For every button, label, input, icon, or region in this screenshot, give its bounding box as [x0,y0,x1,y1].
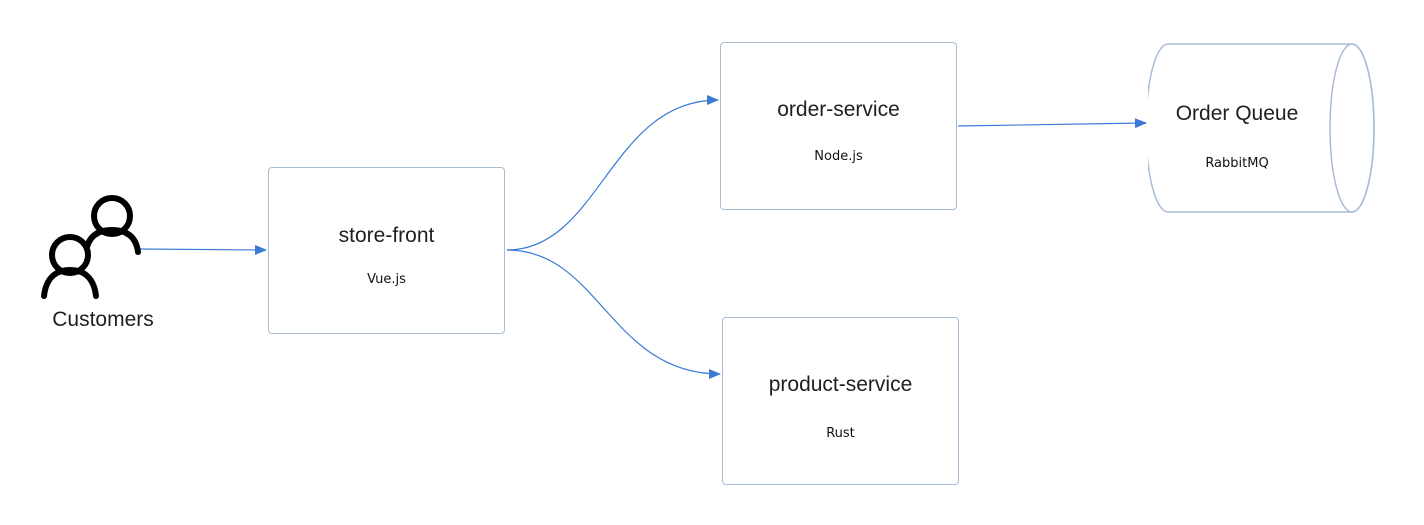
customers-actor: Customers [36,190,176,340]
order-service-tech: Node.js [814,149,863,164]
edge-order-service-to-order-queue [957,118,1147,129]
product-service-tech: Rust [826,426,855,441]
cylinder-shape [1148,43,1375,213]
order-service-node: order-service Node.js [720,42,957,210]
product-service-node: product-service Rust [722,317,959,485]
edge-customers-to-store-front [139,244,267,255]
store-front-node: store-front Vue.js [268,167,505,334]
users-icon [41,195,141,299]
order-queue-title: Order Queue [1175,102,1299,125]
edge-store-front-to-order-service [506,95,719,251]
store-front-tech: Vue.js [367,272,406,287]
product-service-title: product-service [768,373,913,396]
order-service-title: order-service [777,98,900,121]
customers-label: Customers [52,308,154,331]
store-front-title: store-front [338,224,435,247]
order-queue-tech: RabbitMQ [1205,156,1269,171]
edge-store-front-to-product-service [506,249,721,379]
order-queue-node: Order Queue RabbitMQ [1148,42,1376,214]
